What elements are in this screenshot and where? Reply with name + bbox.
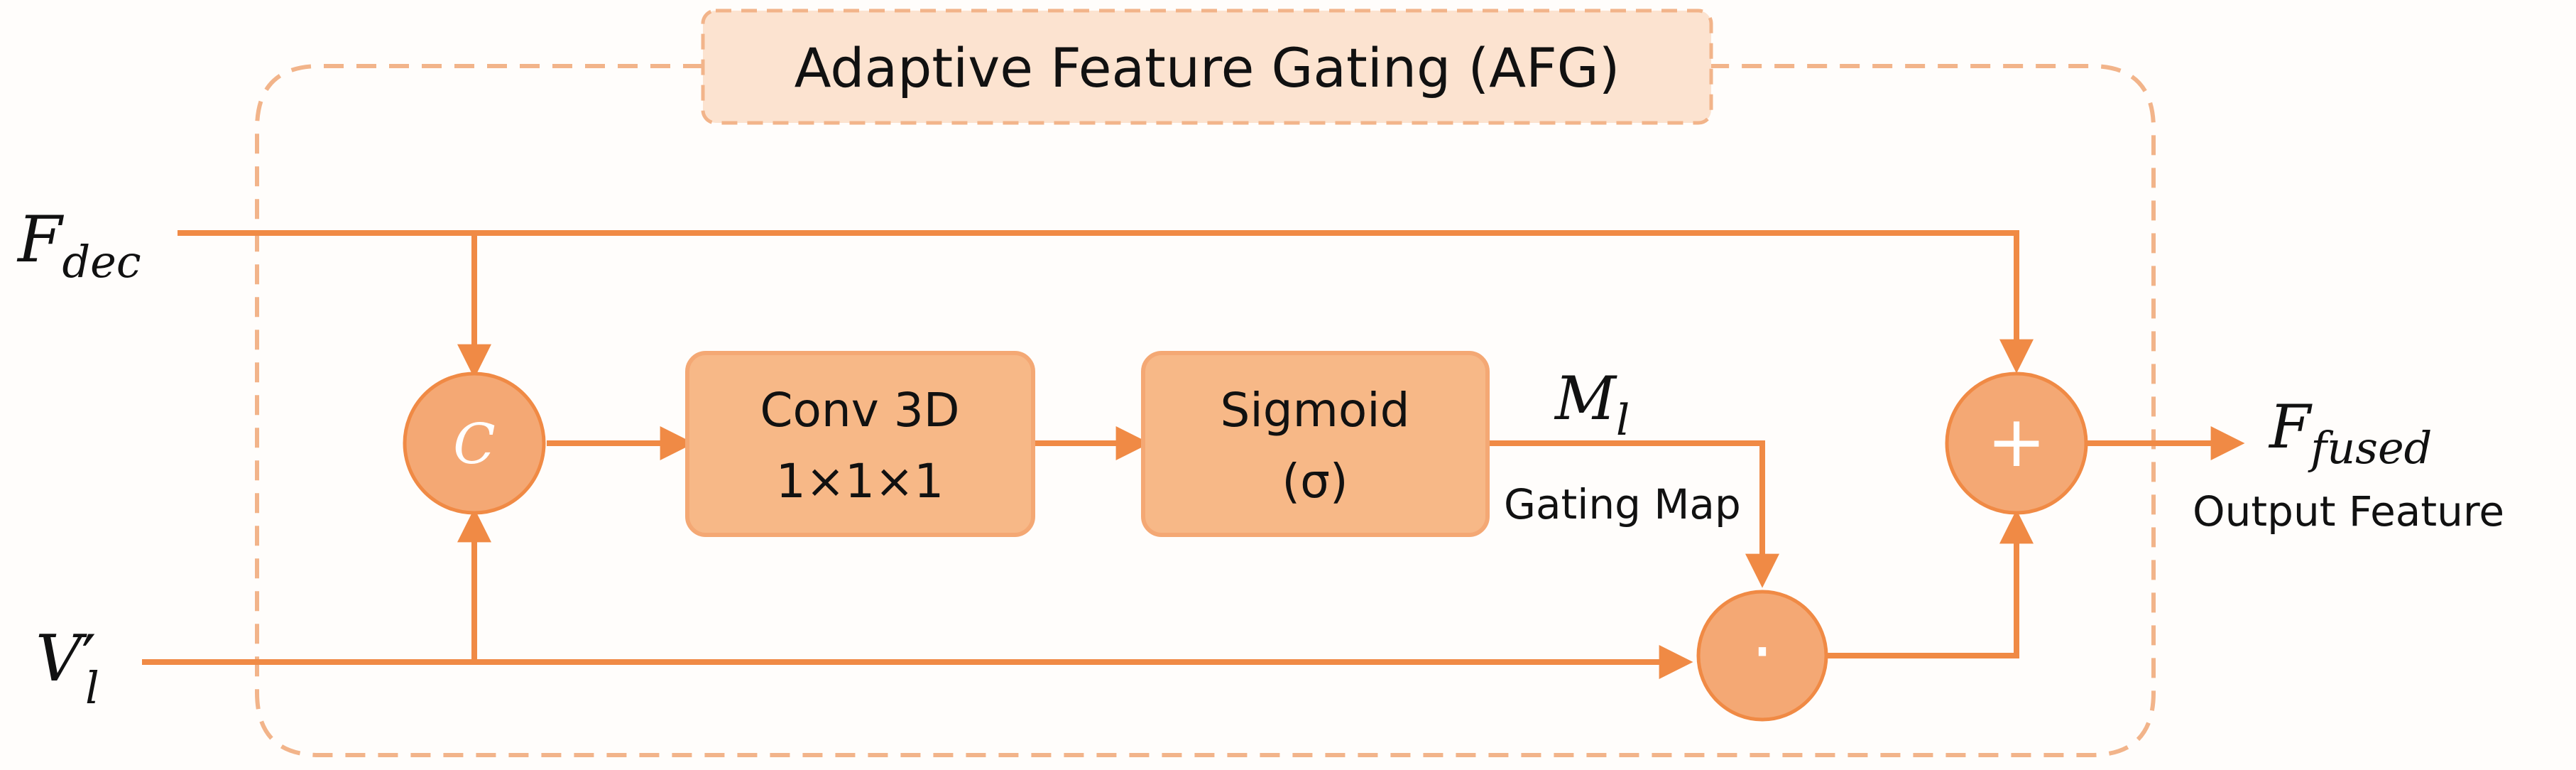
conv3d-label-line2: 1×1×1 (776, 454, 944, 509)
gating-symbol: Ml (1554, 364, 1630, 445)
connections (142, 230, 2245, 679)
add-symbol: + (1987, 400, 2046, 483)
output-feature-label: Output Feature (2193, 487, 2504, 536)
sigmoid-to-mult (1488, 440, 1779, 588)
concat-symbol: C (453, 413, 496, 477)
m-base: M (1554, 364, 1617, 433)
mult-node (1696, 590, 1828, 722)
m-sub: l (1616, 396, 1630, 445)
sigmoid-label-line2: (σ) (1282, 454, 1348, 509)
output-symbol: Ffused (2268, 392, 2432, 474)
conv3d-box (685, 351, 1035, 537)
module-border (255, 64, 2156, 757)
v-l-prime: ′ (82, 622, 96, 696)
title-box (701, 9, 1713, 125)
mult-to-add (1826, 509, 2034, 658)
f-dec-top-line (178, 230, 2034, 374)
title-text: Adaptive Feature Gating (AFG) (795, 36, 1620, 99)
v-l-base: V (36, 622, 87, 696)
sigmoid-box (1141, 351, 1490, 537)
f-dec-sub: dec (62, 236, 141, 288)
input-f-dec: Fdec (16, 202, 141, 288)
input-v-l: V′ (36, 622, 96, 696)
add-node (1945, 372, 2088, 515)
output-base: F (2268, 392, 2313, 462)
mult-symbol: · (1751, 610, 1774, 693)
sigmoid-label-line1: Sigmoid (1220, 383, 1409, 438)
v-l-sub: l (85, 662, 99, 714)
gating-map-label: Gating Map (1504, 480, 1741, 528)
conv3d-label-line1: Conv 3D (760, 383, 959, 438)
concat-node (403, 372, 546, 515)
output-sub: fused (2308, 422, 2432, 474)
f-dec-base: F (16, 202, 65, 277)
